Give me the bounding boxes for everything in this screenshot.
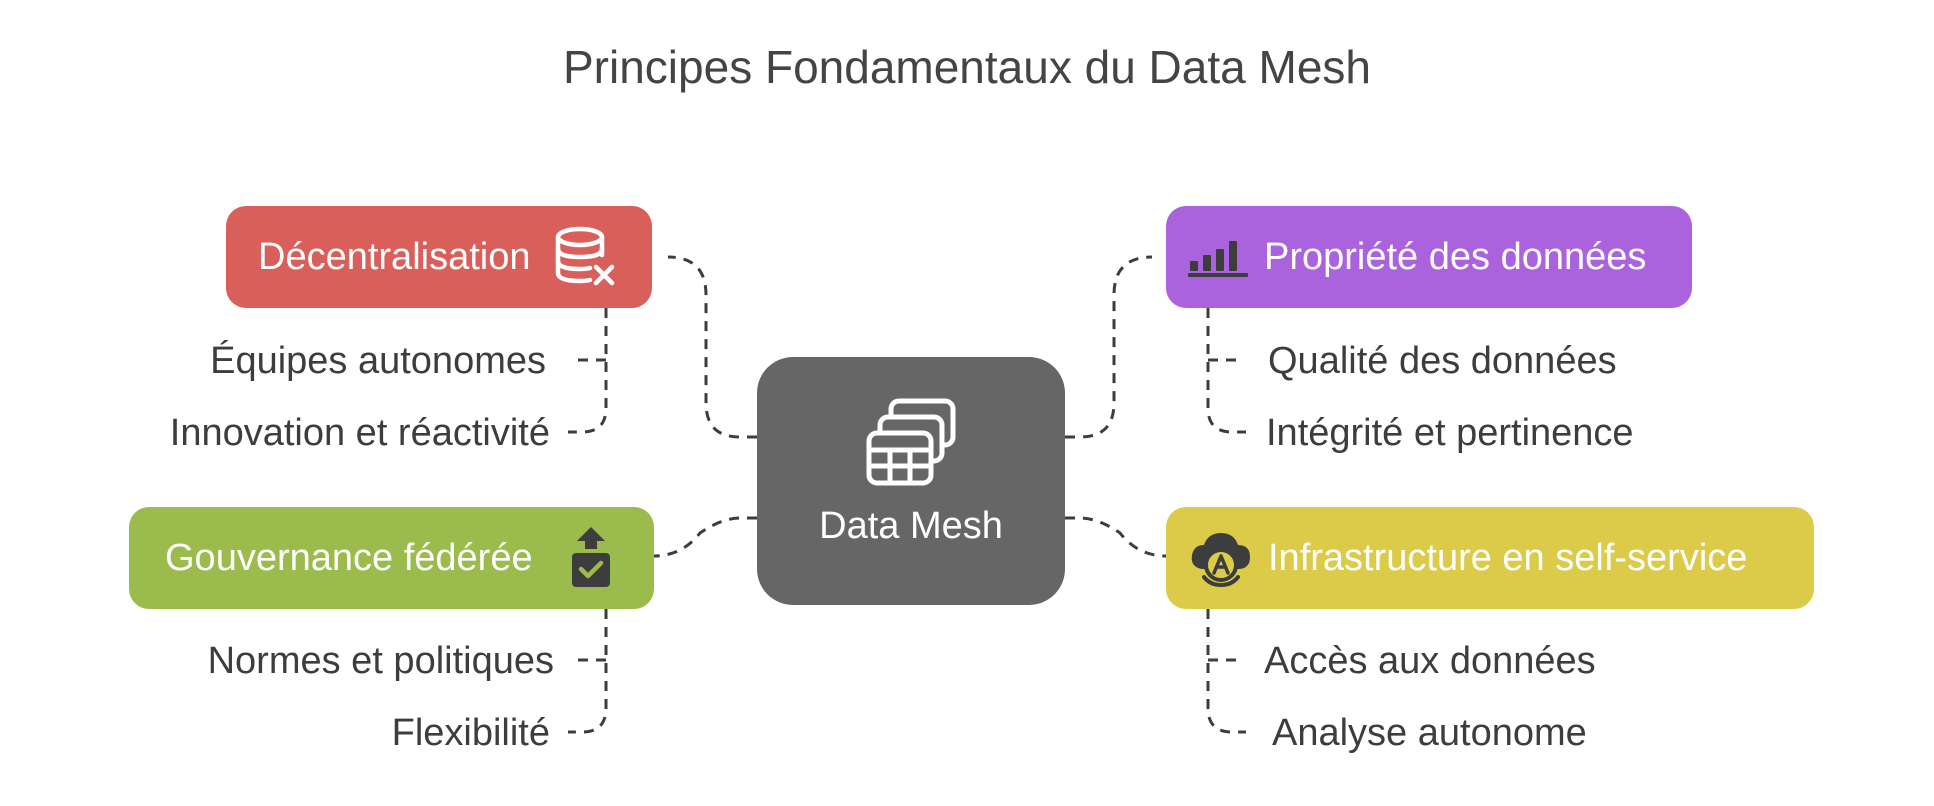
cloud-a-icon — [1191, 533, 1250, 588]
connector-infrastructure-items — [1206, 609, 1246, 734]
item-flexibilite: Flexibilité — [391, 712, 550, 754]
connector-propriete-items — [1206, 308, 1246, 434]
item-normes-politiques: Normes et politiques — [207, 640, 554, 682]
branch-decentralisation: Décentralisation — [226, 206, 652, 308]
item-acces-donnees: Accès aux données — [1264, 640, 1596, 682]
connector-decentralisation — [667, 255, 757, 439]
connector-decentralisation-items — [568, 308, 608, 434]
secure-upload-icon — [571, 527, 610, 587]
diagram-title: Principes Fondamentaux du Data Mesh — [563, 41, 1371, 93]
database-x-icon — [556, 226, 615, 286]
connector-propriete — [1065, 255, 1153, 439]
item-qualite-donnees: Qualité des données — [1268, 340, 1617, 382]
item-analyse-autonome: Analyse autonome — [1272, 712, 1587, 754]
branch-infrastructure-self-service: Infrastructure en self-service — [1166, 507, 1814, 609]
item-equipes-autonomes: Équipes autonomes — [210, 340, 546, 382]
connector-gouvernance-items — [568, 609, 608, 734]
item-innovation-reactivite: Innovation et réactivité — [169, 412, 550, 454]
bar-chart-icon — [1188, 241, 1248, 277]
branch-label: Infrastructure en self-service — [1268, 536, 1748, 579]
branch-propriete-donnees: Propriété des données — [1166, 206, 1692, 308]
center-node: Data Mesh — [757, 357, 1065, 605]
branch-label: Gouvernance fédérée — [165, 536, 533, 579]
connector-infrastructure — [1065, 516, 1167, 558]
branch-label: Propriété des données — [1264, 235, 1647, 278]
branch-gouvernance-federee: Gouvernance fédérée — [129, 507, 654, 609]
center-label: Data Mesh — [819, 505, 1003, 547]
branch-label: Décentralisation — [258, 235, 531, 278]
stacked-tables-icon — [866, 398, 956, 486]
item-integrite-pertinence: Intégrité et pertinence — [1266, 412, 1634, 454]
connector-gouvernance — [653, 516, 757, 558]
